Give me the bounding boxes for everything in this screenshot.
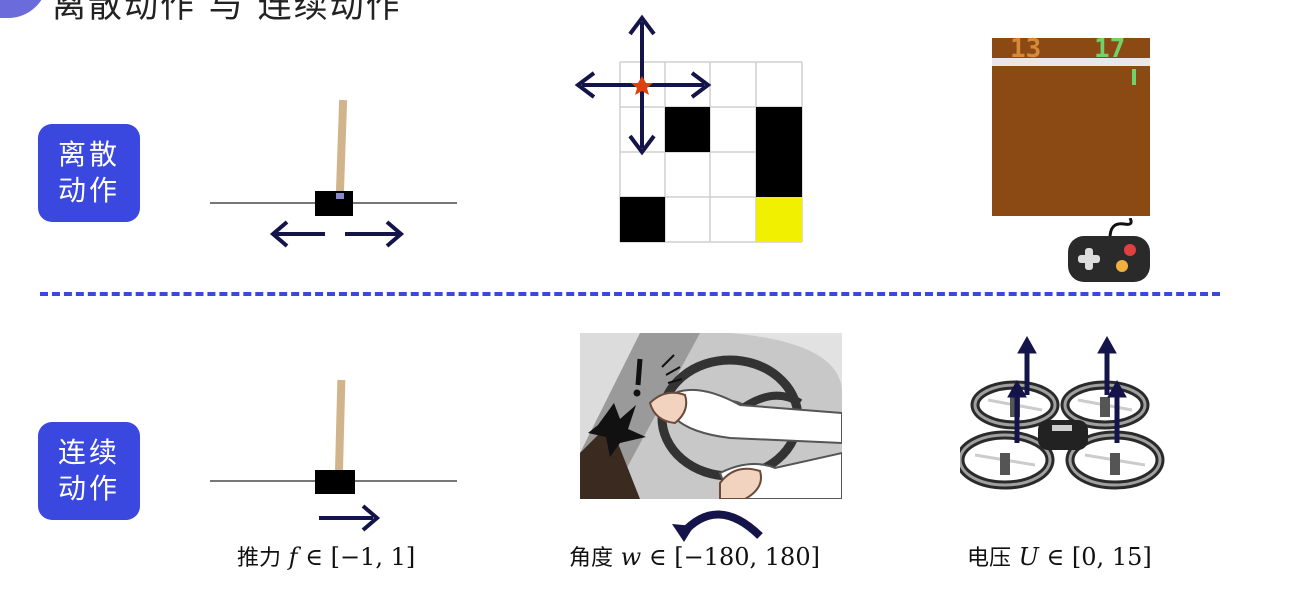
- steering-driver: [580, 333, 842, 499]
- force-range: ∈ [−1, 1]: [305, 543, 415, 571]
- continuous-label-line1: 连续: [58, 435, 120, 471]
- cartpole-discrete: [205, 90, 465, 250]
- goal-cell: [756, 197, 802, 242]
- page-title: 离散动作 与 连续动作: [52, 0, 402, 27]
- angle-range: ∈ [−180, 180]: [649, 543, 820, 571]
- continuous-action-badge: 连续 动作: [38, 422, 140, 520]
- force-variable: f: [289, 543, 298, 571]
- gamepad-icon: [1064, 218, 1154, 284]
- force-label: 推力: [237, 546, 281, 571]
- quadcopter-drone: [960, 335, 1180, 510]
- pong-screen: 13 17: [992, 38, 1150, 216]
- gridworld: [570, 10, 810, 250]
- rotation-arrow-icon: [672, 502, 772, 542]
- force-caption: 推力 f ∈ [−1, 1]: [237, 540, 415, 572]
- cartpole-continuous: [205, 370, 465, 535]
- continuous-label-line2: 动作: [58, 471, 120, 507]
- section-divider: [40, 292, 1220, 296]
- pong-score-right: 17: [1094, 36, 1125, 62]
- voltage-caption: 电压 U ∈ [0, 15]: [967, 540, 1152, 572]
- angle-caption: 角度 w ∈ [−180, 180]: [569, 540, 820, 572]
- voltage-range: ∈ [0, 15]: [1047, 543, 1152, 571]
- angle-label: 角度: [569, 546, 613, 571]
- title-accent: [0, 0, 48, 18]
- voltage-variable: U: [1019, 543, 1039, 571]
- discrete-label-line1: 离散: [58, 137, 120, 173]
- right-arrow-icon: [345, 222, 401, 246]
- right-arrow-icon: [319, 506, 377, 530]
- pong-paddle: [1132, 69, 1136, 85]
- voltage-label: 电压: [967, 546, 1011, 571]
- pong-score-left: 13: [1010, 36, 1041, 62]
- discrete-label-line2: 动作: [58, 173, 120, 209]
- discrete-action-badge: 离散 动作: [38, 124, 140, 222]
- angle-variable: w: [621, 543, 642, 571]
- left-arrow-icon: [273, 222, 325, 246]
